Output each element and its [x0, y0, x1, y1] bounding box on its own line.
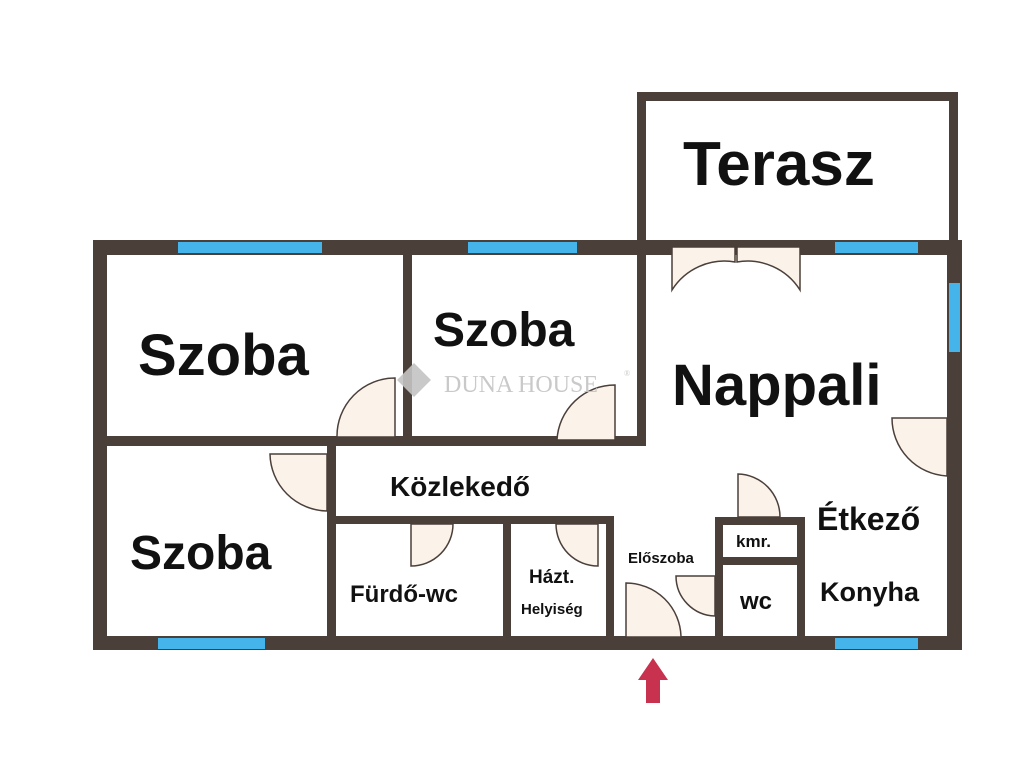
- door-living-side: [891, 417, 948, 477]
- door-entrance: [625, 582, 682, 638]
- room-label-corridor: Közlekedő: [390, 471, 530, 502]
- watermark-registered: ®: [624, 369, 630, 378]
- window: [158, 638, 265, 649]
- room-label-hall: Előszoba: [628, 550, 695, 567]
- room-label-bathroom: Fürdő-wc: [350, 581, 458, 608]
- door-bathroom: [410, 523, 454, 567]
- door-wc: [675, 575, 716, 617]
- room-label-terrace: Terasz: [683, 130, 875, 199]
- entrance-arrow-icon: [638, 658, 668, 703]
- terrace-walls: [637, 92, 958, 242]
- duna-house-watermark: DUNA HOUSE ®: [397, 363, 630, 398]
- windows: [158, 242, 960, 649]
- room-label-room3: Szoba: [130, 527, 272, 580]
- room-label-wc: wc: [739, 588, 772, 615]
- room-label-utility-2: Helyiség: [521, 601, 583, 618]
- room-label-room2: Szoba: [433, 304, 575, 357]
- doors: [269, 246, 948, 638]
- door-room3: [269, 453, 328, 512]
- room-label-utility: Házt.: [529, 567, 574, 588]
- inner-walls: [100, 240, 805, 640]
- room-label-room1: Szoba: [138, 323, 310, 388]
- door-pantry: [737, 473, 781, 518]
- door-room2: [556, 384, 616, 441]
- window: [949, 283, 960, 352]
- window: [835, 242, 918, 253]
- watermark-text: DUNA HOUSE: [444, 372, 598, 398]
- window: [178, 242, 322, 253]
- door-living-left-leaf: [671, 246, 736, 293]
- window: [835, 638, 918, 649]
- room-label-living: Nappali: [672, 353, 882, 418]
- room-label-dining: Étkező: [817, 501, 920, 537]
- window: [468, 242, 577, 253]
- door-living-right: [736, 246, 801, 293]
- door-room1: [336, 377, 396, 438]
- room-label-kitchen: Konyha: [820, 577, 920, 607]
- door-utility: [555, 523, 599, 567]
- room-label-pantry: kmr.: [736, 532, 771, 551]
